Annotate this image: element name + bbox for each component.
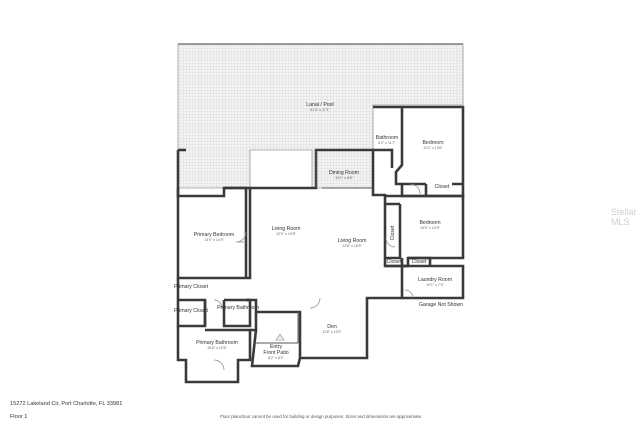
room-name-bathroom: Bathroom bbox=[376, 135, 399, 141]
room-name-den: Den bbox=[327, 324, 337, 330]
room-name-bedroom2: Bedroom bbox=[419, 220, 440, 226]
room-name-primary-bathroom: Primary Bathroom bbox=[196, 340, 238, 346]
room-dims-lanai: 91'4" x 27'1" bbox=[310, 108, 330, 112]
room-dims-laundry: 10'1" x 7'3" bbox=[426, 283, 444, 287]
room-name-dining: Dining Room bbox=[329, 170, 359, 176]
room-name-primary-closet2: Primary Closet bbox=[174, 308, 209, 314]
garage-note: Garage Not Shown bbox=[419, 302, 463, 308]
room-name-closet2: Closet bbox=[387, 259, 402, 265]
room-name-living2: Living Room bbox=[338, 238, 367, 244]
room-name-laundry: Laundry Room bbox=[418, 277, 452, 283]
room-dims-primary-bedroom: 13'0" x 14'9" bbox=[204, 238, 224, 242]
door-swings bbox=[213, 183, 421, 371]
room-dims-bedroom1: 11'3" x 13'6" bbox=[423, 146, 443, 150]
watermark: Stellar MLS bbox=[611, 207, 637, 227]
room-dims-living2: 13'6" x 18'5" bbox=[342, 244, 362, 248]
room-name-bedroom1: Bedroom bbox=[422, 140, 443, 146]
room-dims-dining: 10'1" x 8'6" bbox=[335, 176, 353, 180]
property-address: 15272 Lakeland Cir, Port Charlotte, FL 3… bbox=[10, 401, 123, 407]
room-dims-living1: 12'2" x 19'8" bbox=[276, 232, 296, 236]
room-name-front-patio: Front Patio bbox=[263, 350, 288, 356]
room-name-primary-closet1: Primary Closet bbox=[174, 284, 209, 290]
room-dims-den: 11'8" x 10'2" bbox=[322, 330, 342, 334]
room-name-primary-bath-small: Primary Bathroom bbox=[217, 305, 259, 311]
room-dims-bathroom: 5'2" x 11'7" bbox=[378, 141, 396, 145]
room-name-closet1: Closet bbox=[435, 184, 450, 190]
lanai-area bbox=[177, 43, 464, 189]
room-dims-bedroom2: 14'0" x 10'9" bbox=[420, 226, 440, 230]
room-name-lanai: Lanai / Pool bbox=[306, 102, 333, 108]
room-dims-primary-bathroom: 15'6" x 10'5" bbox=[207, 346, 227, 350]
room-name-closet3: Closet bbox=[412, 259, 427, 265]
room-name-entry: Entry bbox=[270, 344, 283, 350]
room-labels: Lanai / Pool 91'4" x 27'1" Bathroom 5'2"… bbox=[174, 102, 463, 360]
room-name-closet-vertical: Closet bbox=[390, 225, 396, 240]
room-name-primary-bedroom: Primary Bedroom bbox=[194, 232, 234, 238]
room-dims-front-patio: 8'2" x 6'4" bbox=[268, 356, 284, 360]
walls bbox=[176, 105, 465, 384]
disclaimer: Floor plans/tour cannot be used for buil… bbox=[220, 414, 423, 419]
floor-label: Floor 1 bbox=[10, 414, 28, 420]
entry-marker-icon bbox=[275, 333, 285, 341]
room-name-living1: Living Room bbox=[272, 226, 301, 232]
